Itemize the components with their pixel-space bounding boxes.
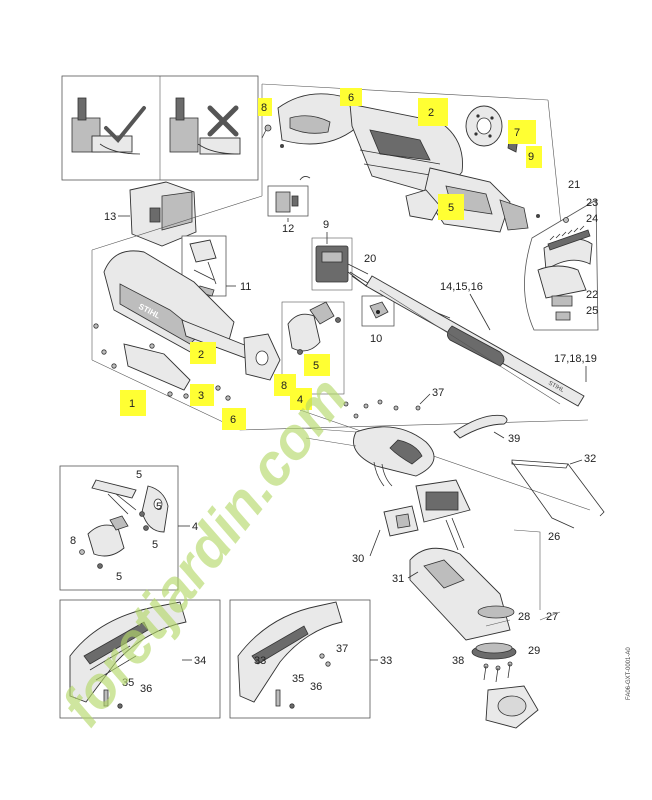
callout-4-inset: 4 (192, 521, 198, 533)
callout-9: 9 (323, 219, 329, 231)
callout-8-inset: 8 (70, 535, 76, 547)
guard-inset-frame (524, 199, 599, 331)
svg-text:1: 1 (129, 398, 135, 410)
screws-37: 37 (343, 387, 444, 419)
guard-detail-inset: 21 23 24 22 25 (524, 179, 599, 331)
callout-38: 38 (452, 655, 464, 667)
callout-5-inset-d: 5 (116, 571, 122, 583)
connector-incorrect (169, 97, 241, 155)
highlight-5-top (438, 194, 464, 220)
highlight-3 (190, 384, 214, 406)
highlight-6-top (340, 88, 362, 106)
svg-text:4: 4 (297, 394, 303, 406)
callout-37: 37 (432, 387, 444, 399)
highlight-callouts: 8 6 2 7 9 5 2 5 8 4 1 3 6 (120, 88, 542, 430)
callout-31: 31 (392, 573, 404, 585)
part-9-electronics: 9 (311, 219, 369, 291)
callout-23: 23 (586, 197, 598, 209)
svg-text:5: 5 (448, 202, 454, 214)
clamp-detail-inset: 5 5 5 5 8 4 (59, 465, 198, 591)
handle-half-2 (123, 343, 191, 391)
guard-inset-33: 33 37 33 35 36 (229, 599, 392, 719)
callout-30: 30 (352, 553, 364, 565)
callout-22: 22 (586, 289, 598, 301)
highlight-9 (526, 146, 542, 168)
callout-32: 32 (584, 453, 596, 465)
callout-10: 10 (370, 333, 382, 345)
highlight-4 (290, 388, 312, 410)
highlight-7 (508, 120, 536, 144)
svg-text:8: 8 (261, 102, 267, 114)
guard-inset-34: 34 35 36 (59, 599, 221, 719)
callout-39: 39 (508, 433, 520, 445)
callout-29: 29 (528, 645, 540, 657)
part-31-gear-housing: 31 (392, 517, 511, 641)
part-26-bracket: 26 (513, 529, 560, 610)
highlight-6-bottom (222, 408, 246, 430)
spool-parts: 28 27 38 29 (452, 605, 561, 729)
callout-35-a: 35 (122, 677, 134, 689)
highlight-1 (120, 390, 146, 416)
screws-housing (93, 323, 231, 401)
part-30: 30 (352, 505, 419, 565)
gear-disc (465, 105, 503, 147)
svg-text:6: 6 (230, 414, 236, 426)
part-39-handle: 39 (453, 414, 520, 445)
shaft-assembly: 14,15,16 17,18,19 STIHL (365, 275, 597, 407)
callout-33-inner: 33 (254, 655, 266, 667)
drawing-code: FA06-GXT-0001-A0 (626, 647, 632, 700)
callout-24: 24 (586, 213, 598, 225)
svg-text:7: 7 (514, 127, 520, 139)
svg-text:5: 5 (313, 360, 319, 372)
part-12: 12 (267, 176, 311, 235)
assembly-frame (91, 83, 591, 511)
part-10: 10 (361, 295, 395, 345)
callout-5-inset-c: 5 (152, 539, 158, 551)
callout-26: 26 (548, 531, 560, 543)
checkmark-icon (104, 106, 146, 143)
svg-text:2: 2 (198, 349, 204, 361)
callout-20: 20 (364, 253, 376, 265)
callout-28: 28 (518, 611, 530, 623)
callout-36-a: 36 (140, 683, 152, 695)
callout-25: 25 (586, 305, 598, 317)
callout-21: 21 (568, 179, 580, 191)
svg-text:3: 3 (198, 390, 204, 402)
callout-5-inset-b: 5 (156, 501, 162, 513)
callout-13: 13 (104, 211, 116, 223)
svg-text:8: 8 (281, 380, 287, 392)
svg-text:6: 6 (348, 92, 354, 104)
highlight-2-left (190, 342, 216, 364)
part-4-clamp (281, 301, 345, 395)
highlight-2-top (418, 98, 448, 126)
main-handle-housing: STIHL (93, 250, 281, 401)
callout-17-18-19: 17,18,19 (554, 353, 597, 365)
callout-14-15-16: 14,15,16 (440, 281, 483, 293)
callout-36-b: 36 (310, 681, 322, 693)
callout-37-inset: 37 (336, 643, 348, 655)
callout-33: 33 (380, 655, 392, 667)
callout-11: 11 (240, 281, 251, 293)
part-32-guard-wire: 32 (511, 453, 605, 529)
trimmer-head-assembly (301, 426, 471, 523)
svg-text:2: 2 (428, 107, 434, 119)
callout-12: 12 (282, 223, 294, 235)
highlight-5-right (304, 354, 330, 376)
callout-5-inset-a: 5 (136, 469, 142, 481)
screw-8-top (264, 124, 272, 132)
callout-35-b: 35 (292, 673, 304, 685)
highlight-8-top (258, 98, 272, 116)
svg-text:9: 9 (528, 151, 534, 163)
connector-inset (61, 75, 259, 181)
cross-icon (207, 105, 239, 137)
callout-34: 34 (194, 655, 206, 667)
